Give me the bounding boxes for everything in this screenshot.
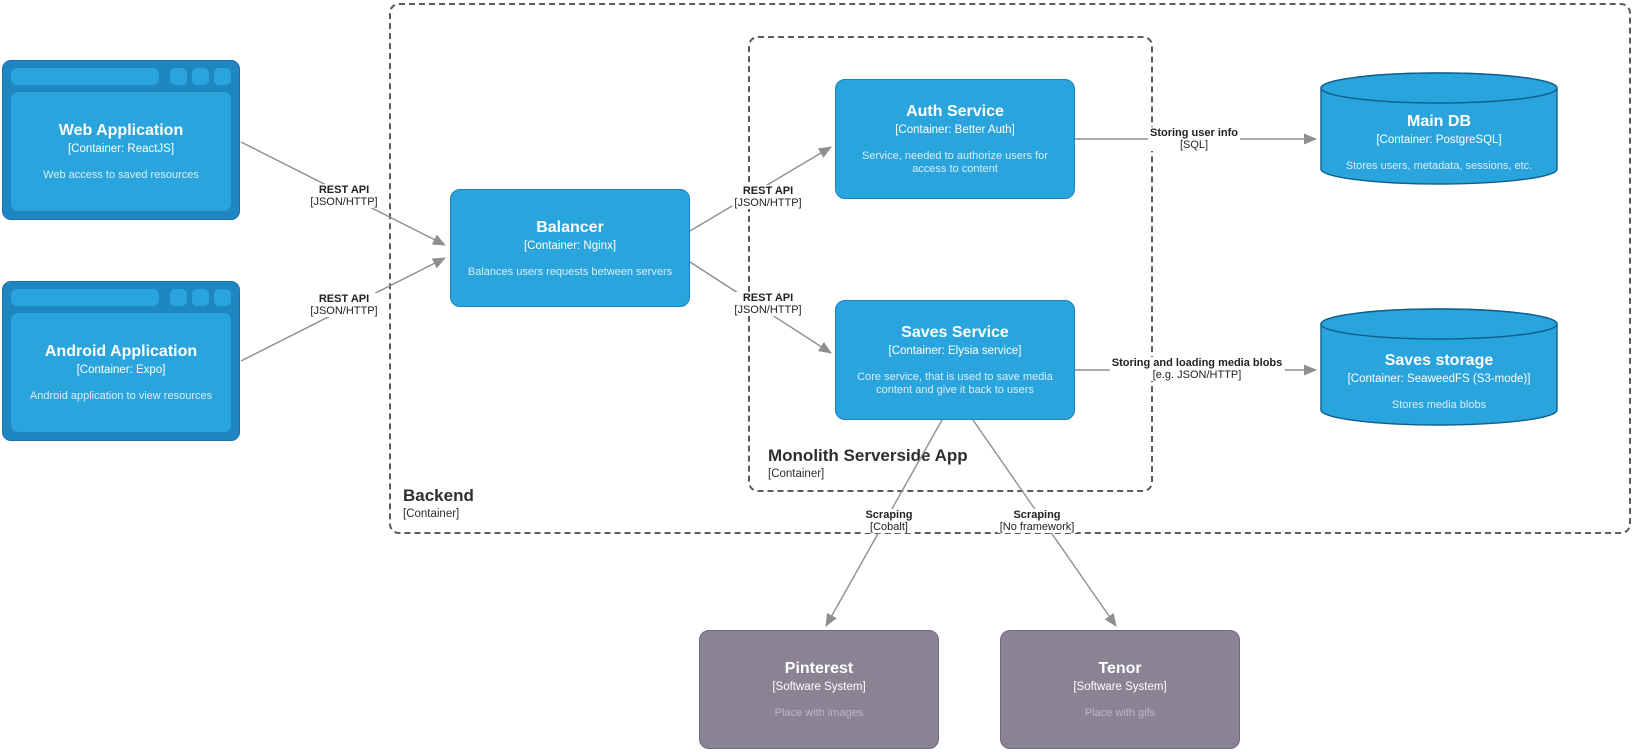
backend-boundary-label: Backend [Container] [403, 486, 474, 521]
browser-button [192, 68, 209, 85]
label-android-to-balancer: REST API [JSON/HTTP] [308, 293, 380, 317]
browser-content: Android Application [Container: Expo] An… [11, 313, 231, 432]
browser-button [170, 289, 187, 306]
label-balancer-to-auth: REST API [JSON/HTTP] [732, 185, 804, 209]
monolith-subtitle: [Container] [768, 468, 825, 480]
address-bar [11, 289, 159, 306]
label-balancer-to-saves: REST API [JSON/HTTP] [732, 292, 804, 316]
backend-boundary [389, 3, 1631, 534]
address-bar [11, 68, 159, 85]
label-saves-to-tenor: Scraping [No framework] [997, 509, 1077, 533]
node-main-db: Main DB [Container: PostgreSQL] Stores u… [1320, 71, 1558, 186]
browser-button [170, 68, 187, 85]
backend-title: Backend [403, 486, 474, 505]
browser-toolbar [11, 68, 231, 85]
cylinder-shape [1320, 308, 1558, 426]
node-balancer: Balancer [Container: Nginx] Balances use… [450, 189, 690, 307]
node-auth-service: Auth Service [Container: Better Auth] Se… [835, 79, 1075, 199]
label-web-to-balancer: REST API [JSON/HTTP] [308, 184, 380, 208]
browser-content: Web Application [Container: ReactJS] Web… [11, 92, 231, 211]
browser-toolbar [11, 289, 231, 306]
node-web-application: Web Application [Container: ReactJS] Web… [2, 60, 240, 220]
monolith-boundary-label: Monolith Serverside App [Container] [768, 446, 968, 481]
monolith-boundary [748, 36, 1153, 492]
node-saves-service: Saves Service [Container: Elysia service… [835, 300, 1075, 420]
label-saves-to-pinterest: Scraping [Cobalt] [863, 509, 915, 533]
browser-button [214, 68, 231, 85]
cylinder-shape [1320, 72, 1558, 185]
label-auth-to-maindb: Storing user info [SQL] [1148, 127, 1240, 151]
node-pinterest: Pinterest [Software System] Place with i… [699, 630, 939, 749]
node-android-application: Android Application [Container: Expo] An… [2, 281, 240, 441]
node-saves-storage: Saves storage [Container: SeaweedFS (S3-… [1320, 307, 1558, 427]
browser-button [192, 289, 209, 306]
node-tenor: Tenor [Software System] Place with gifs [1000, 630, 1240, 749]
browser-button [214, 289, 231, 306]
monolith-title: Monolith Serverside App [768, 446, 968, 465]
backend-subtitle: [Container] [403, 508, 460, 520]
label-saves-to-storage: Storing and loading media blobs [e.g. JS… [1109, 357, 1285, 381]
